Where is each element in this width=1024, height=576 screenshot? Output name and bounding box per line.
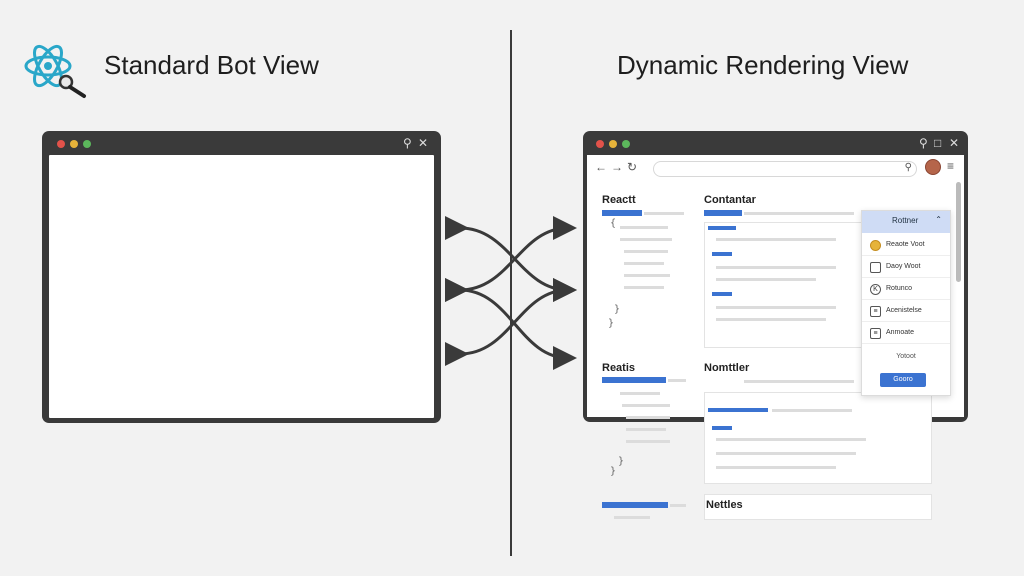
window-title-bar: ⚲ ✕ [42, 131, 441, 155]
code-highlight [712, 426, 732, 430]
search-icon[interactable]: ⚲ [919, 136, 928, 150]
code-line [716, 318, 826, 321]
code-highlight [708, 226, 736, 230]
grid-icon: ≡ [870, 306, 881, 317]
maximize-icon[interactable]: □ [934, 136, 942, 150]
code-line [744, 212, 854, 215]
code-line [716, 238, 836, 241]
close-icon[interactable]: ✕ [949, 136, 960, 150]
code-line [624, 262, 664, 265]
code-line [670, 504, 686, 507]
code-highlight [712, 252, 732, 256]
menu-icon[interactable]: ≡ [947, 159, 955, 173]
code-line [716, 266, 836, 269]
code-highlight [602, 210, 642, 216]
scrollbar[interactable] [956, 182, 961, 282]
content-panel [704, 494, 932, 520]
dropdown-item[interactable]: ≡ Anmoate [862, 323, 950, 344]
code-line [744, 380, 854, 383]
window-icon [870, 262, 881, 273]
dropdown-menu: Rottner ⌃ Reaote Voot Daoy Woot K Rotunc… [861, 210, 951, 396]
close-dot[interactable] [596, 140, 604, 148]
avatar[interactable] [925, 159, 941, 175]
close-icon[interactable]: ✕ [418, 136, 429, 150]
chevron-icon: ⌃ [935, 215, 942, 224]
code-line [716, 306, 836, 309]
section-heading: Nomttler [704, 362, 750, 374]
code-line [614, 516, 650, 519]
arrow-right-icon[interactable]: → [611, 160, 623, 174]
code-line [626, 416, 670, 419]
circle-icon: K [870, 284, 881, 295]
window-title-bar: ⚲ □ ✕ [583, 131, 968, 155]
code-line [626, 428, 666, 431]
code-line [644, 212, 684, 215]
code-line [716, 452, 856, 455]
dropdown-item[interactable]: Reaote Voot [862, 235, 950, 256]
code-highlight [602, 502, 668, 508]
code-line [772, 409, 852, 412]
dropdown-item[interactable]: K Rotunco [862, 279, 950, 300]
standard-browser-window: ⚲ ✕ [42, 131, 441, 423]
code-brace: } [610, 466, 617, 477]
arrow-left-icon[interactable]: ← [595, 160, 607, 174]
maximize-dot[interactable] [83, 140, 91, 148]
code-line [622, 404, 670, 407]
badge-icon [870, 240, 881, 251]
close-dot[interactable] [57, 140, 65, 148]
crossing-arrows [444, 215, 577, 370]
dropdown-item-label: Rotunco [886, 285, 913, 292]
section-heading: Contantar [704, 194, 756, 206]
section-heading: Reatis [602, 362, 636, 374]
section-heading: Nettles [706, 499, 743, 511]
react-atom-magnifier-icon [24, 44, 86, 98]
address-bar[interactable]: ⚲ [653, 161, 917, 177]
minimize-dot[interactable] [70, 140, 78, 148]
code-highlight [704, 210, 742, 216]
code-line [668, 379, 686, 382]
dropdown-footer-text: Yotoot [896, 353, 916, 360]
code-highlight [712, 292, 732, 296]
code-brace: { [610, 218, 617, 229]
code-line [716, 278, 816, 281]
dropdown-action-button[interactable]: Gooro [880, 373, 926, 387]
dropdown-header-label: Rottner [892, 216, 919, 225]
code-highlight [708, 408, 768, 412]
code-brace: } [608, 318, 615, 329]
maximize-dot[interactable] [622, 140, 630, 148]
dropdown-header[interactable]: Rottner ⌃ [862, 211, 950, 233]
minimize-dot[interactable] [609, 140, 617, 148]
code-brace: } [618, 456, 625, 467]
title-dynamic-rendering-view: Dynamic Rendering View [617, 50, 909, 80]
reload-icon[interactable]: ↻ [627, 160, 638, 174]
code-line [624, 250, 668, 253]
code-line [716, 466, 836, 469]
table-icon: ≡ [870, 328, 881, 339]
content-panel [704, 222, 862, 348]
code-brace: } [614, 304, 621, 315]
code-line [624, 274, 670, 277]
dropdown-item-label: Daoy Woot [886, 263, 921, 270]
section-heading: Reactt [602, 194, 636, 206]
code-line [624, 286, 664, 289]
dropdown-item[interactable]: ≡ Acenistelse [862, 301, 950, 322]
dropdown-item[interactable]: Daoy Woot [862, 257, 950, 278]
code-line [620, 226, 668, 229]
code-line [626, 440, 670, 443]
dropdown-item-label: Acenistelse [886, 307, 922, 314]
empty-page-content [49, 155, 434, 418]
dropdown-item-label: Reaote Voot [886, 241, 925, 248]
code-line [716, 438, 866, 441]
code-line [620, 238, 672, 241]
code-highlight [602, 377, 666, 383]
search-icon[interactable]: ⚲ [403, 136, 412, 150]
title-standard-bot-view: Standard Bot View [104, 50, 319, 80]
code-line [620, 392, 660, 395]
search-icon: ⚲ [904, 162, 912, 173]
dropdown-item-label: Anmoate [886, 329, 915, 336]
